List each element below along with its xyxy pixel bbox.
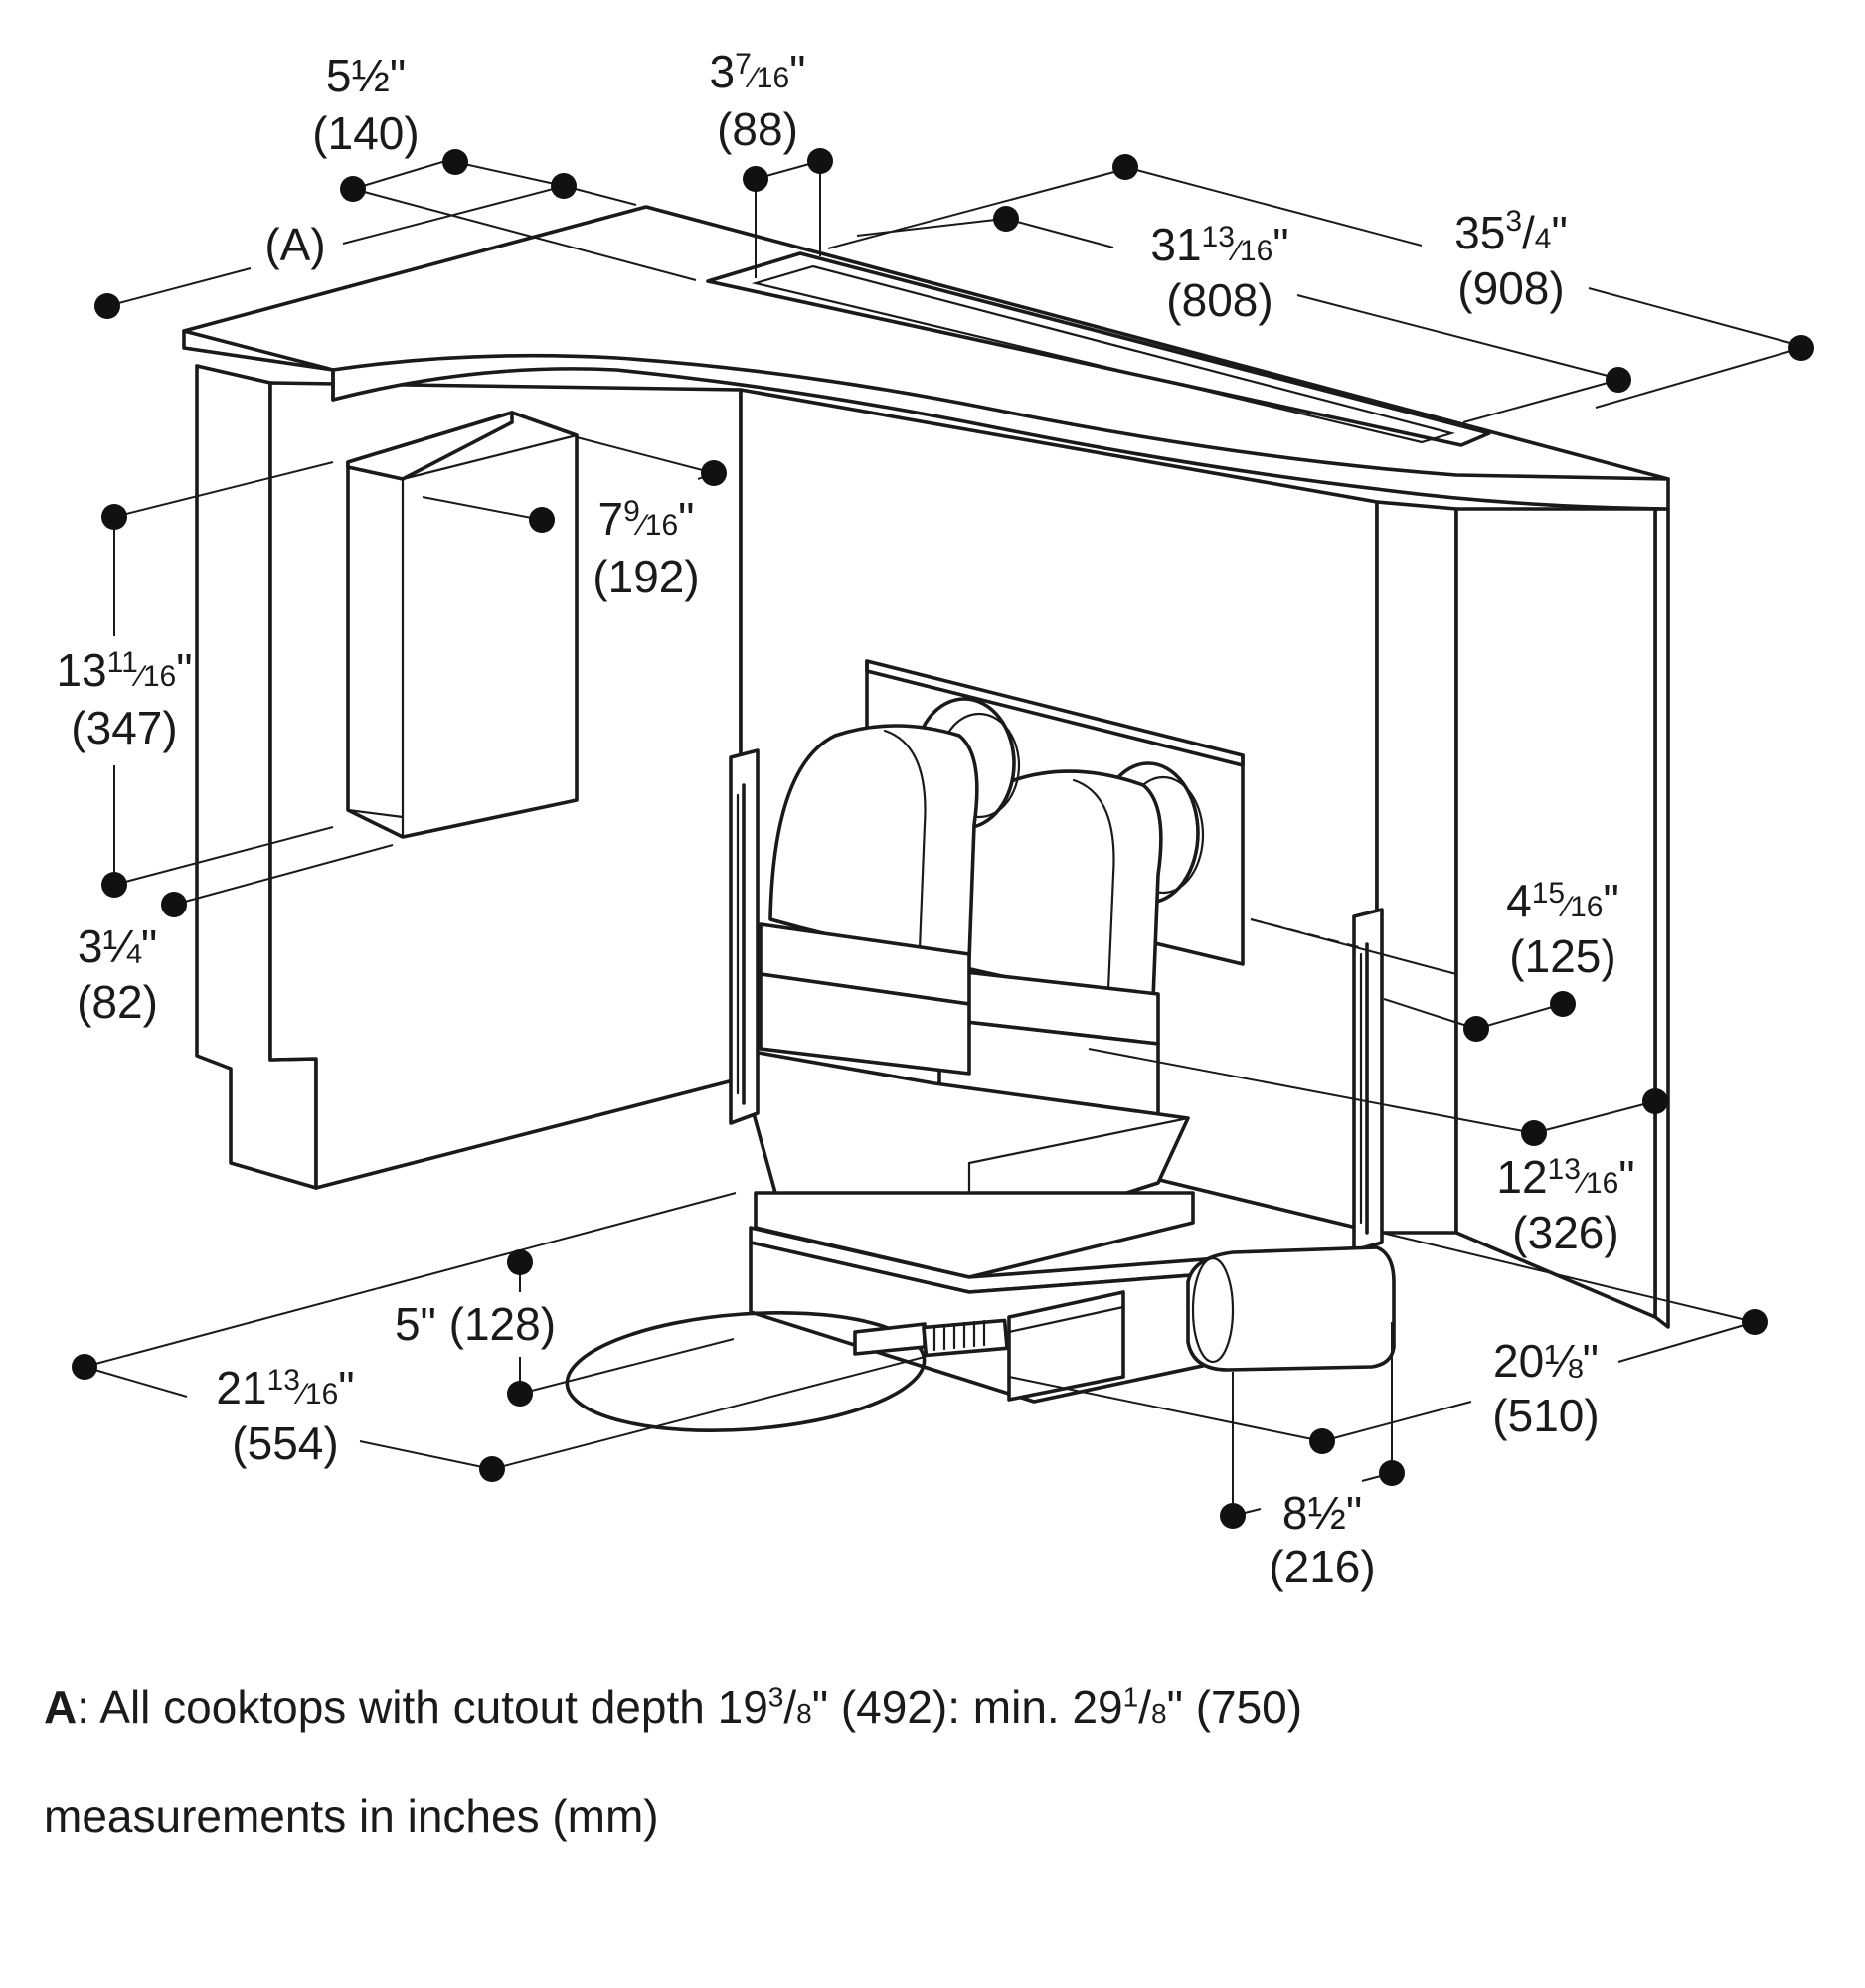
duct-connector bbox=[1186, 1245, 1396, 1372]
dimension-dots bbox=[72, 148, 1814, 1529]
svg-text:(554): (554) bbox=[232, 1417, 338, 1469]
svg-text:(192): (192) bbox=[593, 551, 699, 602]
svg-text:(140): (140) bbox=[312, 107, 419, 159]
dim-label-21-13-16: 2113⁄16" (554) bbox=[216, 1362, 354, 1469]
countertop bbox=[182, 205, 1670, 511]
dim-label-8-1-2: 8½" (216) bbox=[1269, 1487, 1375, 1592]
svg-text:(82): (82) bbox=[77, 976, 158, 1028]
svg-text:415⁄16": 415⁄16" bbox=[1506, 875, 1619, 926]
footnote-a: A: All cooktops with cutout depth 193/8"… bbox=[44, 1681, 1303, 1733]
svg-text:5½": 5½" bbox=[326, 50, 406, 101]
svg-text:(510): (510) bbox=[1492, 1390, 1599, 1441]
svg-text:8½": 8½" bbox=[1282, 1487, 1362, 1539]
dim-label-31-13-16: 3113⁄16" (808) bbox=[1150, 219, 1288, 326]
dim-label-20-1-8: 20⅛" (510) bbox=[1492, 1335, 1599, 1441]
svg-text:2113⁄16": 2113⁄16" bbox=[216, 1362, 354, 1413]
svg-text:353/4": 353/4" bbox=[1454, 205, 1568, 258]
svg-text:37⁄16": 37⁄16" bbox=[709, 46, 805, 97]
rail-left bbox=[729, 748, 760, 1125]
label-A-marker: (A) bbox=[264, 219, 325, 270]
svg-text:(88): (88) bbox=[717, 103, 798, 155]
svg-text:(908): (908) bbox=[1457, 262, 1564, 314]
dim-label-5: 5" (128) bbox=[395, 1298, 556, 1350]
svg-text:1213⁄16": 1213⁄16" bbox=[1496, 1151, 1634, 1203]
svg-text:(125): (125) bbox=[1509, 930, 1615, 982]
control-box bbox=[1007, 1290, 1125, 1402]
dim-label-3-1-4: 3¼" (82) bbox=[77, 920, 158, 1028]
dim-label-3-7-16: 37⁄16" (88) bbox=[709, 46, 805, 155]
dim-label-13-11-16: 1311⁄16" (347) bbox=[56, 644, 192, 753]
dim-label-5-1-2: 5½" (140) bbox=[312, 50, 419, 159]
dimension-lines bbox=[84, 158, 1802, 1517]
svg-text:3113⁄16": 3113⁄16" bbox=[1150, 219, 1288, 270]
blower-left bbox=[759, 697, 1021, 1076]
svg-text:20⅛": 20⅛" bbox=[1493, 1335, 1599, 1387]
svg-text:(808): (808) bbox=[1166, 274, 1272, 326]
svg-text:(326): (326) bbox=[1512, 1207, 1618, 1258]
vent-slot bbox=[706, 251, 1491, 447]
module-box bbox=[346, 411, 579, 839]
svg-text:(347): (347) bbox=[71, 702, 177, 753]
rail-right bbox=[1352, 908, 1384, 1252]
power-cable bbox=[565, 1310, 1009, 1433]
svg-text:1311⁄16": 1311⁄16" bbox=[56, 644, 192, 696]
dim-label-35-3-4: 353/4" (908) bbox=[1454, 205, 1568, 314]
svg-text:3¼": 3¼" bbox=[78, 920, 157, 972]
footnote-key: A bbox=[44, 1681, 78, 1733]
dim-label-4-15-16: 415⁄16" (125) bbox=[1506, 875, 1619, 982]
svg-text:(216): (216) bbox=[1269, 1541, 1375, 1592]
dim-label-12-13-16: 1213⁄16" (326) bbox=[1496, 1151, 1634, 1258]
svg-text:79⁄16": 79⁄16" bbox=[597, 493, 694, 545]
units-note: measurements in inches (mm) bbox=[44, 1790, 659, 1842]
dim-label-7-9-16: 79⁄16" (192) bbox=[593, 493, 699, 602]
